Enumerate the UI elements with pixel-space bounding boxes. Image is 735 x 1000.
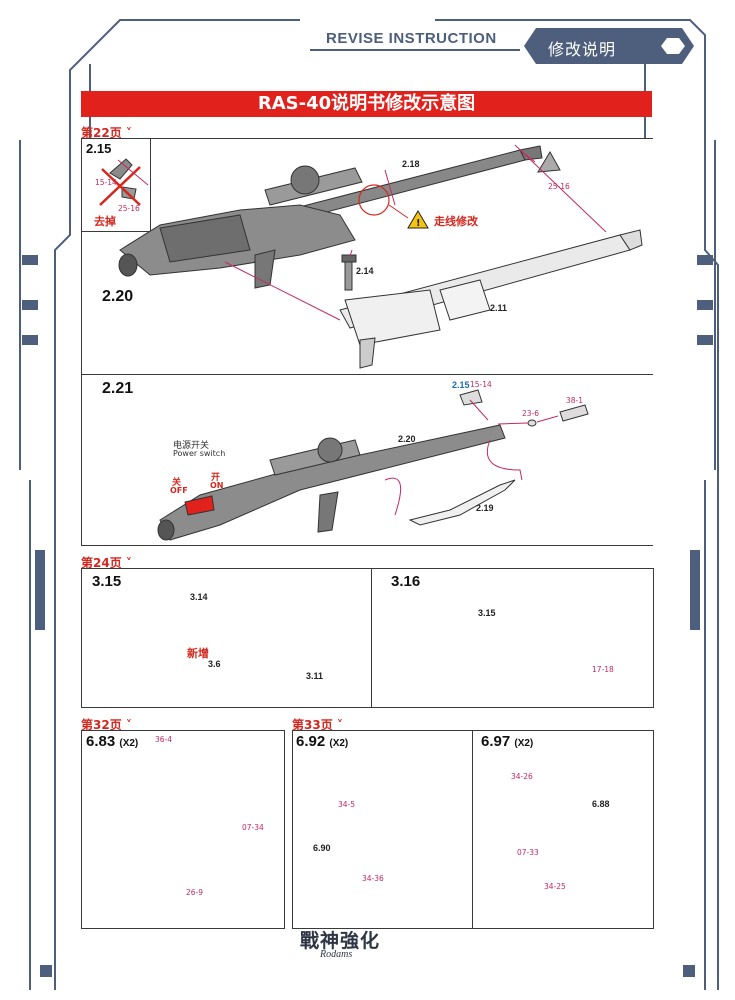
inset-step: 2.15 xyxy=(86,141,112,156)
part-220: 2.20 xyxy=(398,434,416,444)
part-315: 3.15 xyxy=(478,608,496,618)
page-tag-24: 第24页 ˅ xyxy=(81,556,132,570)
step-683: 6.83 (X2) xyxy=(86,733,139,750)
part-688: 6.88 xyxy=(592,799,610,809)
inset-removed-part: 2.15 15-14 25-16 去掉 xyxy=(81,138,151,232)
off-label-cn: 关 xyxy=(172,478,182,488)
step-220: 2.20 xyxy=(102,288,134,305)
part-314: 3.14 xyxy=(190,592,208,602)
step-316: 3.16 xyxy=(391,573,421,590)
power-label-en: Power switch xyxy=(173,449,226,458)
warning-label: 走线修改 xyxy=(434,215,478,228)
part-690: 6.90 xyxy=(313,843,331,853)
on-label-cn: 开 xyxy=(211,473,221,483)
step-221: 2.21 xyxy=(102,380,134,397)
panel-step-683 xyxy=(81,730,285,929)
part-1718: 17-18 xyxy=(592,665,614,674)
part-2516: 25-16 xyxy=(548,182,570,191)
part-236: 23-6 xyxy=(522,409,540,418)
part-218: 2.18 xyxy=(402,159,420,169)
part-214: 2.14 xyxy=(356,266,374,276)
part-3436: 34-36 xyxy=(362,874,384,883)
removed-label: 去掉 xyxy=(94,215,116,228)
panel-step-692 xyxy=(292,730,474,929)
panel-step-315 xyxy=(81,568,373,708)
part-345: 34-5 xyxy=(338,800,356,809)
inset-part-1: 15-14 xyxy=(95,178,117,187)
on-label-en: ON xyxy=(210,481,224,490)
part-381: 38-1 xyxy=(566,396,584,405)
step-692: 6.92 (X2) xyxy=(296,733,349,750)
header-title: REVISE INSTRUCTION xyxy=(326,30,497,47)
part-1514: 15-14 xyxy=(470,380,492,389)
part-269: 26-9 xyxy=(186,888,204,897)
part-3425: 34-25 xyxy=(544,882,566,891)
page-tag-33: 第33页 ˅ xyxy=(292,718,343,732)
brand-logo: 戰神強化 xyxy=(300,930,381,952)
part-36: 3.6 xyxy=(208,659,221,669)
part-211: 2.11 xyxy=(490,303,508,313)
title-banner: RAS-40说明书修改示意图 xyxy=(81,91,652,117)
inset-part-2: 25-16 xyxy=(118,204,140,213)
brand-logo-sub: Rodams xyxy=(320,949,353,960)
part-215: 2.15 xyxy=(452,380,470,390)
part-311: 3.11 xyxy=(306,671,324,681)
part-3426: 34-26 xyxy=(511,772,533,781)
part-364: 36-4 xyxy=(155,735,173,744)
page-tag-32: 第32页 ˅ xyxy=(81,718,132,732)
svg-text:!: ! xyxy=(416,218,421,229)
step-315: 3.15 xyxy=(92,573,122,590)
new-label: 新增 xyxy=(187,647,209,660)
off-label-en: OFF xyxy=(170,486,188,495)
panel-step-697 xyxy=(472,730,654,929)
part-219: 2.19 xyxy=(476,503,494,513)
step-697: 6.97 (X2) xyxy=(481,733,534,750)
power-label-cn: 电源开关 xyxy=(173,441,210,451)
part-0734: 07-34 xyxy=(242,823,264,832)
header-cn-title: 修改说明 xyxy=(548,40,617,59)
panel-step-316 xyxy=(371,568,654,708)
page-tag-22: 第22页 ˅ xyxy=(81,126,132,140)
part-0733: 07-33 xyxy=(517,848,539,857)
